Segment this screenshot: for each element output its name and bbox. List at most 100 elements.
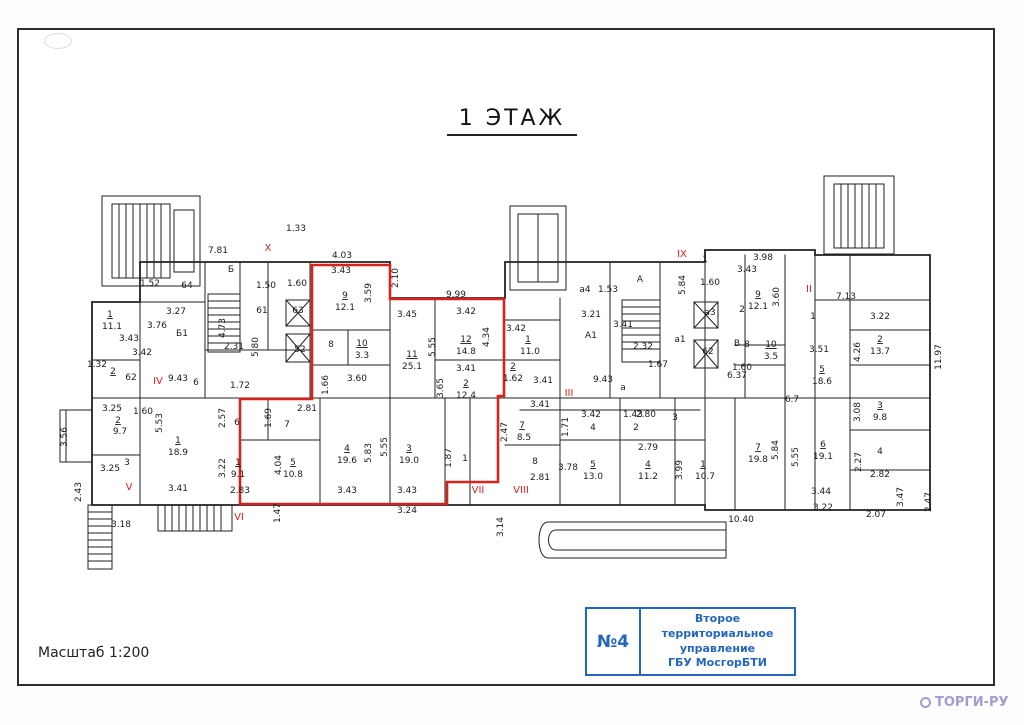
plan-label: 3.56 (60, 427, 70, 447)
plan-label: X (265, 243, 272, 254)
plan-label: 6 (193, 378, 199, 388)
watermark-logo-icon (920, 697, 931, 708)
plan-label: Б (228, 265, 234, 275)
plan-label: 11.1 (102, 322, 122, 332)
plan-label: 3.41 (533, 376, 553, 386)
plan-label: 3.18 (111, 520, 131, 530)
plan-label: 2.31 (224, 342, 244, 352)
plan-label: III (565, 388, 574, 399)
plan-label: 2 (115, 416, 121, 426)
plan-label: 3.43 (331, 266, 351, 276)
plan-label: IX (677, 249, 687, 260)
plan-label: II (806, 284, 812, 295)
plan-label: 4.34 (482, 327, 492, 347)
plan-label: 4 (344, 444, 350, 454)
plan-label: 5.83 (364, 443, 374, 463)
plan-label: 1 (525, 335, 531, 345)
plan-label: 1.60 (732, 363, 752, 373)
plan-label: 1.67 (648, 360, 668, 370)
plan-label: 2.47 (924, 492, 934, 512)
plan-label: 2.10 (391, 268, 401, 288)
plan-label: a3 (704, 308, 715, 318)
stamp-org-line1: Второе территориальное (661, 611, 774, 640)
plan-label: 3.41 (456, 364, 476, 374)
plan-label: 1.72 (230, 381, 250, 391)
plan-label: 5.55 (380, 437, 390, 457)
plan-label: a1 (674, 335, 685, 345)
plan-label: 7 (755, 443, 761, 453)
plan-label: 3.22 (218, 458, 228, 478)
hole-punch-mark (44, 33, 72, 49)
plan-label: 2.07 (866, 510, 886, 520)
plan-label: 3.51 (809, 345, 829, 355)
plan-label: 11.0 (520, 347, 540, 357)
plan-label: 19.0 (399, 456, 419, 466)
plan-label: 3.65 (436, 378, 446, 398)
plan-label: 64 (181, 281, 193, 291)
plan-label: 9 (755, 290, 761, 300)
plan-label: 5.84 (771, 440, 781, 460)
plan-label: 3.43 (397, 486, 417, 496)
plan-label: 14.8 (456, 347, 476, 357)
plan-label: 11 (406, 350, 417, 360)
plan-label: 52 (294, 345, 305, 355)
plan-label: 5.80 (251, 337, 261, 357)
plan-label: 3.47 (896, 487, 906, 507)
plan-label: 1 (810, 312, 816, 322)
plan-label: 3.42 (456, 307, 476, 317)
plan-label: 1.52 (140, 279, 160, 289)
plan-label: 6.7 (785, 395, 799, 405)
plan-label: 4.73 (218, 318, 228, 338)
plan-label: 5.55 (428, 337, 438, 357)
plan-label: 1 (702, 255, 708, 265)
plan-label: 9.43 (168, 374, 188, 384)
plan-label: 3.14 (496, 517, 506, 537)
plan-label: 3.76 (147, 321, 167, 331)
plan-label: 7 (284, 420, 290, 430)
stamp-organization: Второе территориальное управление ГБУ Мо… (641, 609, 794, 674)
plan-label: 1 (175, 436, 181, 446)
plan-label: a4 (579, 285, 591, 295)
plan-label: 5.55 (791, 447, 801, 467)
plan-label: 1.43 (623, 410, 643, 420)
plan-label: 5 (819, 365, 825, 375)
plan-label: 4 (877, 447, 883, 457)
torgi-ru-watermark: ТОРГИ-РУ (920, 695, 1009, 710)
stamp-number: №4 (587, 609, 641, 674)
plan-label: 1.47 (273, 503, 283, 523)
plan-label: 3 (672, 413, 678, 423)
plan-label: 8 (744, 340, 750, 350)
bti-stamp: №4 Второе территориальное управление ГБУ… (585, 607, 796, 676)
plan-label: 2 (739, 305, 745, 315)
plan-label: 3.42 (132, 348, 152, 358)
stamp-org-line2: управление (679, 641, 756, 655)
plan-label: 9.7 (113, 427, 127, 437)
plan-label: 3.41 (168, 484, 188, 494)
plan-label: 3.42 (581, 410, 601, 420)
plan-label: 4.03 (332, 251, 352, 261)
page-border-frame (17, 28, 995, 686)
plan-label: 1.71 (561, 417, 571, 437)
plan-label: 2.82 (870, 470, 890, 480)
plan-label: 9.1 (231, 470, 245, 480)
plan-label: 11.2 (638, 472, 658, 482)
plan-label: 4 (645, 460, 651, 470)
plan-label: 12.1 (748, 302, 768, 312)
plan-label: 3.22 (813, 503, 833, 513)
plan-label: 9 (342, 291, 348, 301)
plan-label: 10.8 (283, 470, 303, 480)
plan-label: 1.50 (256, 281, 276, 291)
plan-label: 19.1 (813, 452, 833, 462)
plan-label: 12 (460, 335, 471, 345)
plan-label: 3.24 (397, 506, 417, 516)
plan-label: 1.66 (321, 375, 331, 395)
plan-label: 3.78 (558, 463, 578, 473)
plan-label: 2 (110, 367, 116, 377)
plan-label: 1.60 (133, 407, 153, 417)
plan-label: 1.32 (87, 360, 107, 370)
plan-label: 3.3 (355, 351, 369, 361)
plan-label: 3.59 (364, 283, 374, 303)
plan-label: 3.21 (581, 310, 601, 320)
plan-label: 2.32 (633, 342, 653, 352)
